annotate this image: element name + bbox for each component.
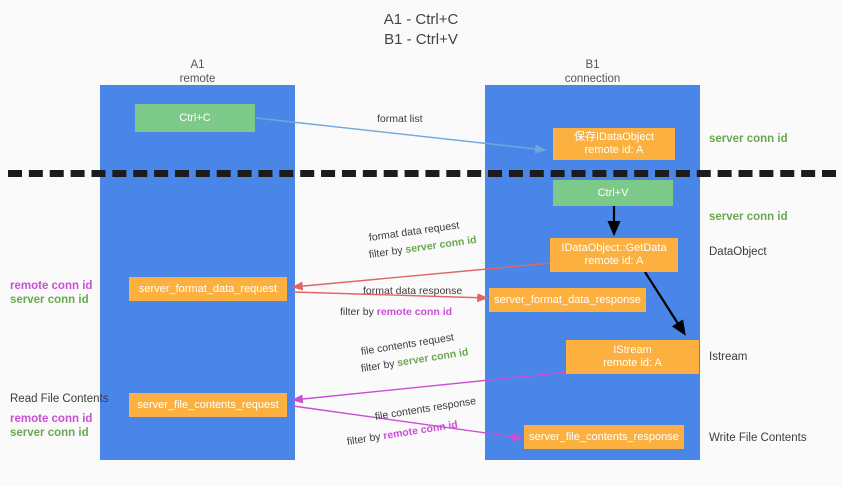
section-divider [8,170,836,177]
lane-a1-name: A1 [190,59,205,71]
label-server-conn-id-mid: server conn id [709,211,788,223]
caption-format-data-request-filter-prefix: filter by [368,243,407,261]
caption-file-contents-response-filter-value: remote conn id [382,418,459,443]
box-server-file-contents-response[interactable]: server_file_contents_response [524,425,684,449]
box-ctrl-c-label: Ctrl+C [179,111,211,124]
box-server-file-contents-request-label: server_file_contents_request [137,398,279,411]
page-title: A1 - Ctrl+C B1 - Ctrl+V [0,10,842,50]
caption-format-data-response: format data response [363,285,463,297]
box-server-format-data-request[interactable]: server_format_data_request [129,277,287,301]
caption-file-contents-response: file contents response [374,395,477,423]
box-getdata-line2: remote id: A [584,255,644,267]
lane-header-a1: A1 remote [100,58,295,86]
box-ctrl-c[interactable]: Ctrl+C [135,104,255,132]
box-istream-line1: IStream [613,344,652,356]
box-istream-line2: remote id: A [603,357,662,369]
box-save-idataobject-line2: remote id: A [584,144,644,156]
label-remote-conn-id-upper: remote conn id [10,280,93,292]
box-server-format-data-response[interactable]: server_format_data_response [489,288,646,312]
box-server-file-contents-response-label: server_file_contents_response [529,430,679,443]
box-server-format-data-response-label: server_format_data_response [494,293,641,306]
title-line-2: B1 - Ctrl+V [384,31,458,48]
box-ctrl-v[interactable]: Ctrl+V [553,180,673,206]
label-dataobject: DataObject [709,246,767,258]
lane-b1-sub: connection [564,73,621,85]
label-remote-conn-id-lower: remote conn id [10,413,93,425]
caption-file-contents-request-filter-prefix: filter by [360,357,399,375]
caption-format-list: format list [377,113,423,125]
lane-b1-name: B1 [585,59,600,71]
box-server-format-data-request-label: server_format_data_request [138,282,278,295]
lane-a1-sub: remote [179,73,216,85]
lane-header-b1: B1 connection [485,58,700,86]
caption-file-contents-response-filter-prefix: filter by [346,430,385,448]
caption-format-data-response-filter: filter by remote conn id [340,305,452,319]
label-server-conn-id-lower: server conn id [10,427,89,439]
caption-format-data-response-filter-prefix: filter by [340,306,377,318]
label-read-file-contents: Read File Contents [10,393,109,405]
box-idataobject-getdata[interactable]: IDataObject::GetData remote id: A [550,238,678,272]
label-write-file-contents: Write File Contents [709,432,807,444]
caption-format-data-response-filter-value: remote conn id [376,306,453,318]
label-server-conn-id-upper: server conn id [10,294,89,306]
box-istream[interactable]: IStream remote id: A [566,340,699,374]
caption-file-contents-response-filter: filter by remote conn id [346,418,459,449]
title-line-1: A1 - Ctrl+C [383,11,459,28]
box-save-idataobject-line1: 保存IDataObject [573,131,655,143]
label-istream: Istream [709,351,748,363]
box-save-idataobject[interactable]: 保存IDataObject remote id: A [553,128,675,160]
box-server-file-contents-request[interactable]: server_file_contents_request [129,393,287,417]
label-server-conn-id-top: server conn id [709,133,788,145]
box-ctrl-v-label: Ctrl+V [597,186,629,199]
box-getdata-line1: IDataObject::GetData [561,242,667,254]
